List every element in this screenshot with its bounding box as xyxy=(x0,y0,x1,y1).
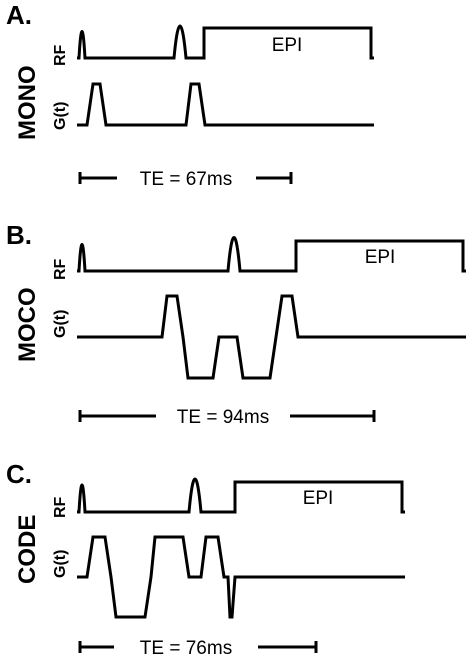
te-label: TE = 94ms xyxy=(177,407,269,428)
te-marker: TE = 67ms xyxy=(78,169,293,190)
panel-letter: B. xyxy=(6,220,32,250)
sequence-name: CODE xyxy=(14,515,41,584)
epi-label: EPI xyxy=(303,488,334,509)
te-marker: TE = 94ms xyxy=(78,407,376,428)
epi-label: EPI xyxy=(272,35,303,56)
gradient-label: G(t) xyxy=(52,550,69,578)
gradient-label: G(t) xyxy=(52,310,69,338)
rf-waveform xyxy=(77,477,405,514)
rf-label: RF xyxy=(52,496,69,518)
sequence-name: MOCO xyxy=(14,287,41,362)
panel-letter: C. xyxy=(6,459,32,489)
panel-mono: A. MONO RF G(t) EPI TE = 67ms xyxy=(6,0,374,190)
gradient-waveform xyxy=(77,82,374,127)
gradient-label: G(t) xyxy=(52,102,69,130)
panel-code: C. CODE RF G(t) EPI TE = 76ms xyxy=(6,459,405,659)
gradient-waveform xyxy=(77,535,405,619)
sequence-name: MONO xyxy=(14,65,41,140)
rf-waveform xyxy=(77,24,374,60)
epi-label: EPI xyxy=(365,247,396,268)
gradient-waveform xyxy=(77,294,466,380)
te-label: TE = 67ms xyxy=(140,169,232,190)
rf-waveform xyxy=(77,236,466,273)
te-label: TE = 76ms xyxy=(140,638,232,659)
te-marker: TE = 76ms xyxy=(78,638,318,659)
rf-label: RF xyxy=(52,258,69,280)
rf-label: RF xyxy=(52,44,69,66)
panel-letter: A. xyxy=(6,0,32,30)
panel-moco: B. MOCO RF G(t) EPI TE = 94ms xyxy=(6,220,466,428)
